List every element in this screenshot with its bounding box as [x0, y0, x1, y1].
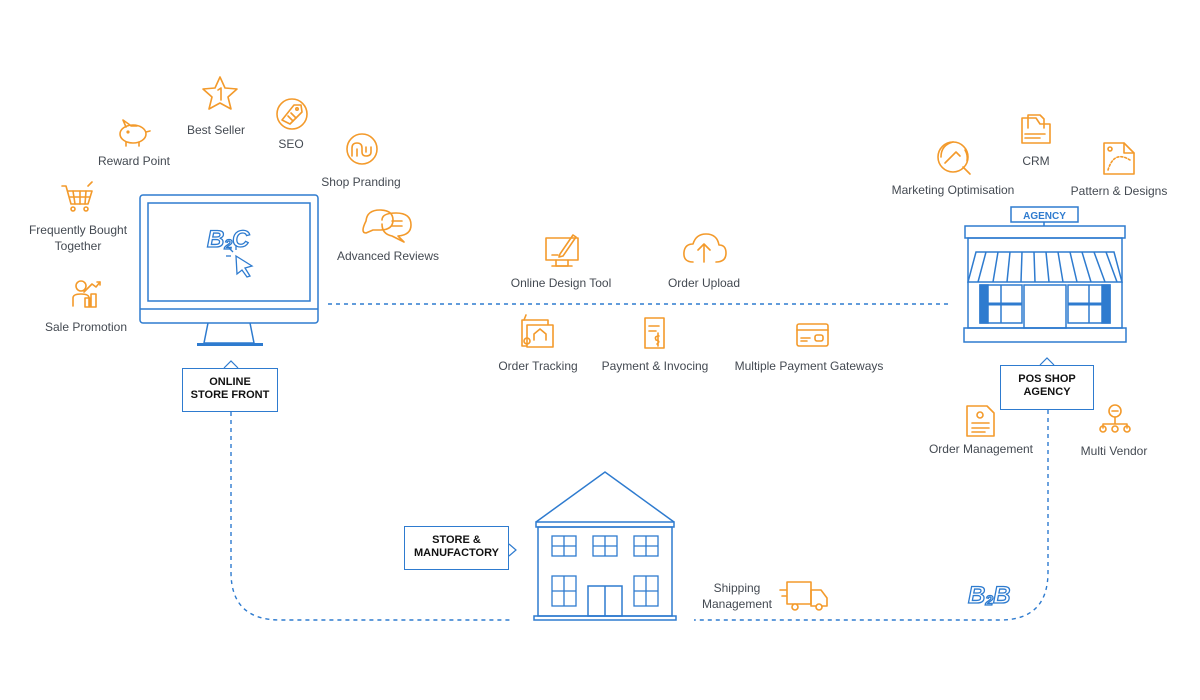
b2c-sub: 2 [223, 236, 232, 252]
b2c-main: B [207, 226, 224, 253]
agency-door [1023, 284, 1067, 329]
piggy-bank-icon [119, 119, 151, 147]
online-store-front-box: ONLINE STORE FRONT [182, 368, 278, 412]
shipping-line-2: Management [701, 597, 773, 611]
connector-storefront-store [230, 412, 510, 621]
monitor-base [197, 343, 263, 346]
online-store-line-1: ONLINE [209, 376, 251, 388]
b2c-logo: B2C [207, 226, 250, 253]
truck-icon [779, 581, 828, 611]
label-seo: SEO [278, 137, 304, 151]
connector-agency-store [694, 410, 1049, 621]
marketing-gauge-icon [937, 141, 971, 175]
online-store-line-2: STORE FRONT [190, 389, 270, 401]
connectors [230, 303, 1049, 621]
stumbleupon-icon [346, 133, 378, 165]
order-doc-icon [966, 405, 995, 437]
label-crm: CRM [1022, 154, 1050, 168]
b2b-tail: B [993, 582, 1010, 609]
label-multi-vendor: Multi Vendor [1080, 444, 1148, 458]
online-store-pointer [223, 360, 239, 369]
store-line-1: STORE & [432, 534, 481, 546]
pos-shop-line-2: AGENCY [1023, 386, 1071, 398]
label-advanced-reviews: Advanced Reviews [336, 249, 440, 263]
pos-shop-pointer [1039, 357, 1055, 366]
vendor-group-icon [1099, 404, 1131, 433]
cloud-upload-icon [683, 233, 727, 263]
label-shipping-management: Shipping Management [702, 580, 772, 612]
pattern-icon [1103, 142, 1135, 175]
order-tracking-icon [521, 314, 554, 348]
label-shop-pranding: Shop Pranding [321, 175, 401, 189]
label-sale-promotion: Sale Promotion [44, 320, 128, 334]
monitor-frame [139, 194, 319, 324]
monitor-screen [147, 202, 311, 302]
credit-card-icon [796, 323, 829, 347]
label-order-upload: Order Upload [667, 276, 741, 290]
folder-docs-icon [1021, 114, 1051, 144]
store-pointer [508, 543, 517, 557]
label-marketing-optimisation: Marketing Optimisation [891, 183, 1015, 197]
star-1-icon [202, 76, 238, 110]
promotion-icon [72, 280, 101, 308]
label-best-seller: Best Seller [186, 123, 246, 137]
monitor-neck [203, 322, 255, 344]
label-frequently-bought-together: Frequently Bought Together [28, 223, 128, 253]
factory-windows [551, 535, 659, 607]
b2c-tail: C [232, 226, 250, 253]
store-line-2: MANUFACTORY [414, 547, 499, 559]
cursor-icon [226, 245, 254, 278]
label-order-tracking: Order Tracking [498, 359, 578, 373]
tag-icon [276, 98, 308, 130]
agency-shop [963, 206, 1127, 343]
invoice-icon [644, 317, 665, 349]
store-manufactory-box: STORE & MANUFACTORY [404, 526, 509, 570]
agency-sign-text: AGENCY [1023, 211, 1066, 222]
label-reward-point: Reward Point [97, 154, 171, 168]
label-order-management: Order Management [928, 442, 1034, 456]
factory-roof [535, 471, 675, 523]
agency-roof [964, 225, 1126, 239]
label-payment-invoicing: Payment & Invocing [601, 359, 709, 373]
monitor-pen-icon [545, 234, 579, 267]
factory-building [533, 471, 677, 621]
label-online-design-tool: Online Design Tool [510, 276, 612, 290]
monitor [139, 194, 319, 346]
cart-icon [61, 181, 93, 212]
b2b-sub: 2 [984, 592, 993, 608]
shipping-line-1: Shipping [713, 581, 761, 595]
b2b-logo: B2B [968, 582, 1010, 609]
label-multiple-payment-gateways: Multiple Payment Gateways [734, 359, 884, 373]
pos-shop-agency-box: POS SHOP AGENCY [1000, 365, 1094, 410]
pos-shop-line-1: POS SHOP [1018, 373, 1076, 385]
b2b-main: B [968, 582, 985, 609]
chat-bubbles-icon [362, 209, 412, 243]
label-pattern-designs: Pattern & Designs [1070, 184, 1168, 198]
